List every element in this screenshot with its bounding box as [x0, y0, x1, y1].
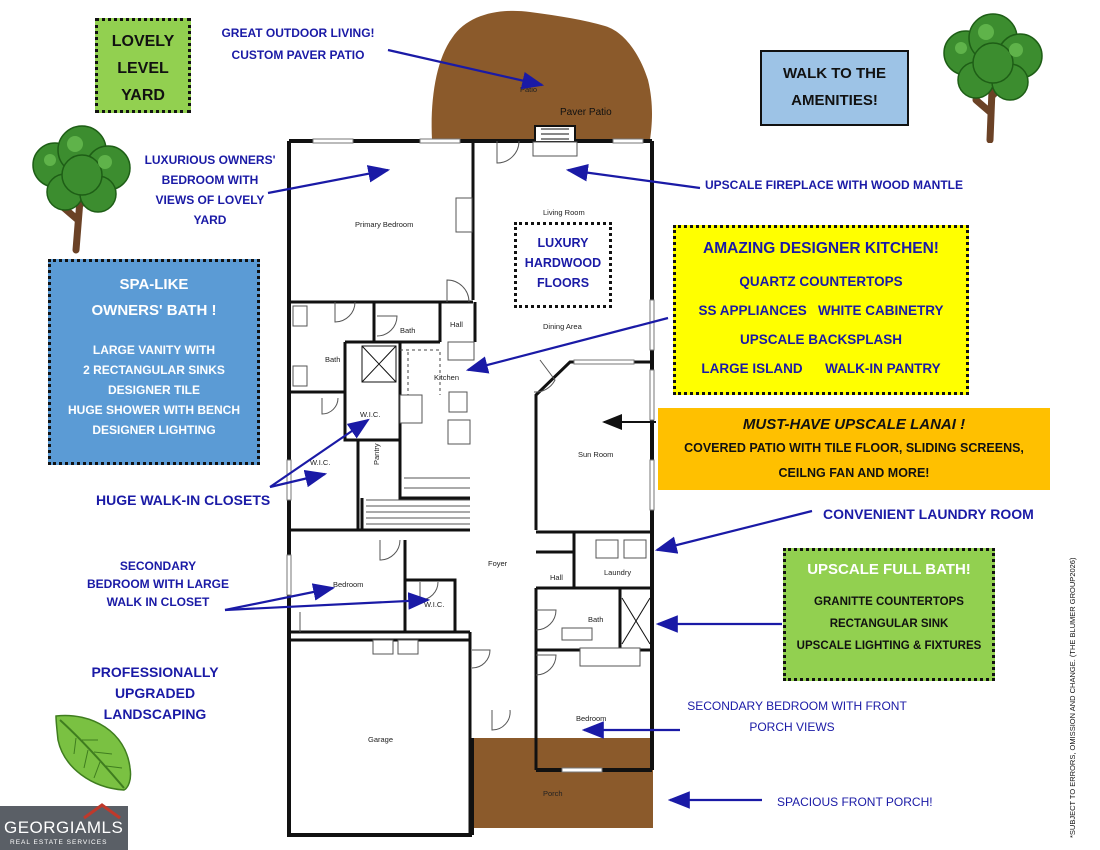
kitchen-box-item-4: LARGE ISLAND WALK-IN PANTRY [701, 361, 941, 376]
room-label-pantry: Pantry [372, 443, 381, 465]
spa-bath-item-1: LARGE VANITY WITH [92, 343, 216, 357]
lanai-box-title: MUST-HAVE UPSCALE LANAI ! [742, 416, 966, 433]
tree-icon-right [943, 13, 1043, 143]
room-label-wic-2: W.I.C. [310, 458, 331, 467]
callout-closets: HUGE WALK-IN CLOSETS [96, 492, 271, 508]
spa-bath-item-5: DESIGNER LIGHTING [92, 423, 216, 437]
callout-landscaping-line-1: PROFESSIONALLY [91, 664, 219, 680]
logo-name: GEORGIAMLS [4, 818, 124, 837]
callout-front-bedroom-line-1: SECONDARY BEDROOM WITH FRONT [687, 699, 907, 713]
callout-secondary-bedroom: SECONDARY BEDROOM WITH LARGE WALK IN CLO… [78, 557, 238, 611]
georgia-mls-logo: GEORGIAMLS REAL ESTATE SERVICES [0, 803, 128, 850]
callout-secondary-bedroom-line-1: SECONDARY [119, 559, 197, 573]
flooring-box-line-2: HARDWOOD [524, 256, 602, 270]
room-label-garage: Garage [368, 735, 394, 744]
spa-bath-box: SPA-LIKE OWNERS' BATH ! LARGE VANITY WIT… [48, 259, 260, 465]
room-label-primary-bedroom: Primary Bedroom [355, 220, 414, 229]
callout-owners-bedroom-line-1: LUXURIOUS OWNERS' [144, 153, 276, 167]
full-bath-box: UPSCALE FULL BATH! GRANITTE COUNTERTOPS … [783, 548, 995, 681]
spa-bath-item-3: DESIGNER TILE [107, 383, 200, 397]
logo-sub: REAL ESTATE SERVICES [10, 839, 108, 846]
full-bath-item-2: RECTANGULAR SINK [829, 618, 949, 630]
tree-icon-left [32, 125, 131, 254]
spa-bath-title-2: OWNERS' BATH ! [91, 302, 217, 319]
callout-secondary-bedroom-line-3: WALK IN CLOSET [106, 595, 210, 609]
flooring-box-line-1: LUXURY [537, 236, 589, 250]
callout-owners-bedroom: LUXURIOUS OWNERS' BEDROOM WITH VIEWS OF … [140, 150, 280, 230]
room-label-dining: Dining Area [543, 322, 582, 331]
yard-box-line-2: LEVEL [117, 60, 169, 77]
roof-icon [83, 803, 121, 820]
full-bath-item-1: GRANITTE COUNTERTOPS [814, 596, 964, 608]
callout-landscaping: PROFESSIONALLY UPGRADED LANDSCAPING [80, 662, 230, 725]
callout-porch: SPACIOUS FRONT PORCH! [777, 795, 933, 809]
room-label-hall: Hall [450, 320, 463, 329]
room-label-patio: Patio [520, 85, 538, 94]
disclaimer: *SUBJECT TO ERRORS, OMISSION AND CHANGE.… [1068, 557, 1077, 838]
room-label-wic-3: W.I.C. [424, 600, 445, 609]
room-label-bath-owner: Bath [325, 355, 341, 364]
callout-laundry: CONVENIENT LAUNDRY ROOM [823, 506, 1034, 522]
callout-owners-bedroom-line-3: VIEWS OF LOVELY [155, 193, 265, 207]
room-label-wic-1: W.I.C. [360, 410, 381, 419]
kitchen-box-title: AMAZING DESIGNER KITCHEN! [703, 240, 939, 257]
room-label-kitchen: Kitchen [434, 373, 460, 382]
callout-outdoor-line-1: GREAT OUTDOOR LIVING! [221, 26, 375, 40]
room-label-paver-patio: Paver Patio [560, 107, 612, 118]
room-label-bath-full: Bath [588, 615, 604, 624]
callout-secondary-bedroom-line-2: BEDROOM WITH LARGE [87, 577, 229, 591]
amenities-box-line-1: WALK TO THE [782, 65, 887, 82]
callout-owners-bedroom-line-2: BEDROOM WITH [161, 173, 259, 187]
callout-outdoor: GREAT OUTDOOR LIVING! CUSTOM PAVER PATIO [218, 22, 378, 66]
kitchen-box-item-1: QUARTZ COUNTERTOPS [739, 274, 903, 289]
room-label-bedroom-left: Bedroom [333, 580, 364, 589]
spa-bath-item-2: 2 RECTANGULAR SINKS [83, 363, 225, 377]
lanai-box: MUST-HAVE UPSCALE LANAI ! COVERED PATIO … [658, 408, 1050, 490]
kitchen-box-item-3: UPSCALE BACKSPLASH [739, 332, 902, 347]
full-bath-item-3: UPSCALE LIGHTING & FIXTURES [796, 640, 982, 652]
flooring-box-line-3: FLOORS [536, 276, 590, 290]
callout-landscaping-line-3: LANDSCAPING [103, 706, 207, 722]
room-label-living-room: Living Room [543, 208, 585, 217]
patio-area [431, 10, 652, 140]
yard-box-line-3: YARD [121, 87, 165, 104]
full-bath-title: UPSCALE FULL BATH! [807, 561, 971, 578]
room-label-hall-2: Hall [550, 573, 563, 582]
room-label-foyer: Foyer [488, 559, 508, 568]
spa-bath-title-1: SPA-LIKE [119, 276, 189, 293]
lanai-box-item-2: CEILNG FAN AND MORE! [778, 466, 930, 480]
yard-box: LOVELY LEVEL YARD [95, 18, 191, 113]
callout-fireplace: UPSCALE FIREPLACE WITH WOOD MANTLE [705, 178, 963, 192]
spa-bath-item-4: HUGE SHOWER WITH BENCH [68, 403, 240, 417]
callout-front-bedroom: SECONDARY BEDROOM WITH FRONT PORCH VIEWS [682, 696, 912, 738]
lanai-box-item-1: COVERED PATIO WITH TILE FLOOR, SLIDING S… [684, 441, 1024, 455]
room-label-sun-room: Sun Room [578, 450, 614, 459]
amenities-box-line-2: AMENITIES! [791, 92, 878, 109]
kitchen-box-item-2: SS APPLIANCES WHITE CABINETRY [698, 303, 944, 318]
callout-outdoor-line-2: CUSTOM PAVER PATIO [231, 48, 365, 62]
flooring-box: LUXURY HARDWOOD FLOORS [514, 222, 612, 308]
amenities-box: WALK TO THE AMENITIES! [760, 50, 909, 126]
callout-front-bedroom-line-2: PORCH VIEWS [749, 720, 835, 734]
room-label-laundry: Laundry [604, 568, 632, 577]
callout-landscaping-line-2: UPGRADED [114, 685, 196, 701]
yard-box-line-1: LOVELY [111, 33, 175, 50]
kitchen-box: AMAZING DESIGNER KITCHEN! QUARTZ COUNTER… [673, 225, 969, 395]
room-label-porch: Porch [543, 789, 563, 798]
room-label-bedroom-front: Bedroom [576, 714, 607, 723]
room-label-bath-hall: Bath [400, 326, 416, 335]
leaf-icon [55, 714, 132, 791]
porch-area [472, 738, 653, 828]
callout-owners-bedroom-line-4: YARD [193, 213, 227, 227]
